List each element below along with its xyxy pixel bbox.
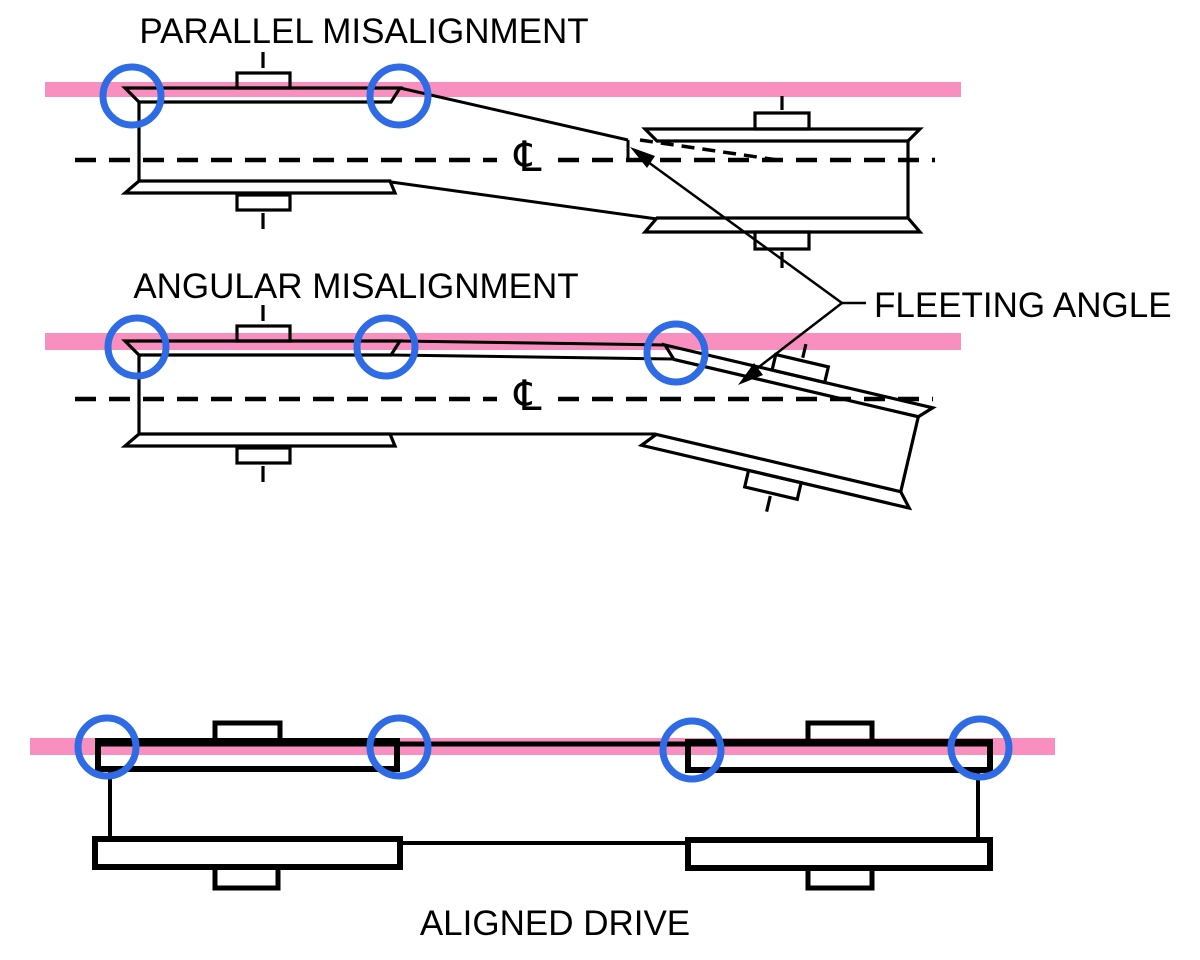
sheave-hub: [770, 352, 831, 385]
sheave-bottom-rim: [120, 179, 398, 195]
left-sheave: [120, 305, 403, 482]
right-sheave-offset: [641, 96, 924, 268]
belt-top-line: [399, 339, 666, 347]
aligned-drive-section: ALIGNED DRIVE: [30, 714, 1055, 943]
highlight-circle: [659, 717, 725, 783]
sheave-bottom-rim: [637, 432, 913, 511]
left-sheave: [120, 52, 403, 229]
sheave-hub: [235, 193, 292, 212]
sheave-hub: [235, 446, 292, 465]
sheave-top-rim: [641, 127, 924, 143]
highlight-circle: [104, 314, 170, 380]
section-title-angular: ANGULAR MISALIGNMENT: [133, 267, 578, 306]
sheave-barrel-edge: [899, 416, 920, 493]
belt-top-inner-line: [390, 353, 675, 361]
tilted-sheave: [637, 342, 937, 512]
sheave-hub: [212, 864, 281, 891]
highlight-circle: [353, 314, 419, 380]
angle-reference-dashed-line: [639, 138, 779, 162]
section-title-parallel: PARALLEL MISALIGNMENT: [139, 12, 588, 51]
right-sheave: [685, 720, 993, 891]
fleeting-angle-callout: FLEETING ANGLE: [630, 147, 1172, 385]
sheave-top-rim: [121, 86, 403, 104]
centerline-symbol: ℄: [514, 371, 542, 420]
hub-tick: [801, 343, 808, 359]
parallel-misalignment-section: ℄ PARALLEL MISALIGNMENT: [45, 12, 961, 268]
sheave-bottom-rim: [685, 837, 993, 871]
fleeting-angle-label: FLEETING ANGLE: [874, 286, 1172, 325]
sheave-hub: [212, 720, 283, 744]
leader-line-lower: [754, 302, 843, 371]
arrowhead-icon: [630, 147, 655, 168]
angular-misalignment-section: ℄ ANGULAR MISALIGNMENT: [45, 267, 961, 512]
sheave-hub: [742, 468, 804, 502]
highlight-circle: [366, 63, 432, 129]
left-sheave: [92, 720, 403, 891]
highlight-circle: [99, 63, 165, 129]
hub-tick: [765, 495, 772, 512]
sheave-hub: [805, 720, 875, 745]
sheave-bottom-rim: [120, 432, 398, 448]
sheave-hub: [753, 111, 811, 131]
centerline-symbol: ℄: [514, 132, 542, 181]
section-title-aligned: ALIGNED DRIVE: [420, 904, 690, 943]
sheave-bottom-rim: [92, 836, 403, 870]
arrowhead-icon: [738, 363, 763, 385]
sheave-bottom-rim: [641, 216, 924, 234]
alignment-reference-band: [45, 82, 961, 97]
highlight-circle: [643, 320, 709, 386]
leader-line-upper: [647, 160, 843, 305]
belt-bottom-line: [390, 180, 658, 221]
sheave-hub: [235, 71, 292, 90]
belt-top-line: [399, 86, 629, 142]
highlight-circle: [366, 714, 432, 780]
sheave-hub: [805, 865, 875, 891]
highlight-circle: [74, 714, 140, 780]
sheave-hub: [235, 324, 292, 343]
highlight-circle: [947, 715, 1013, 781]
